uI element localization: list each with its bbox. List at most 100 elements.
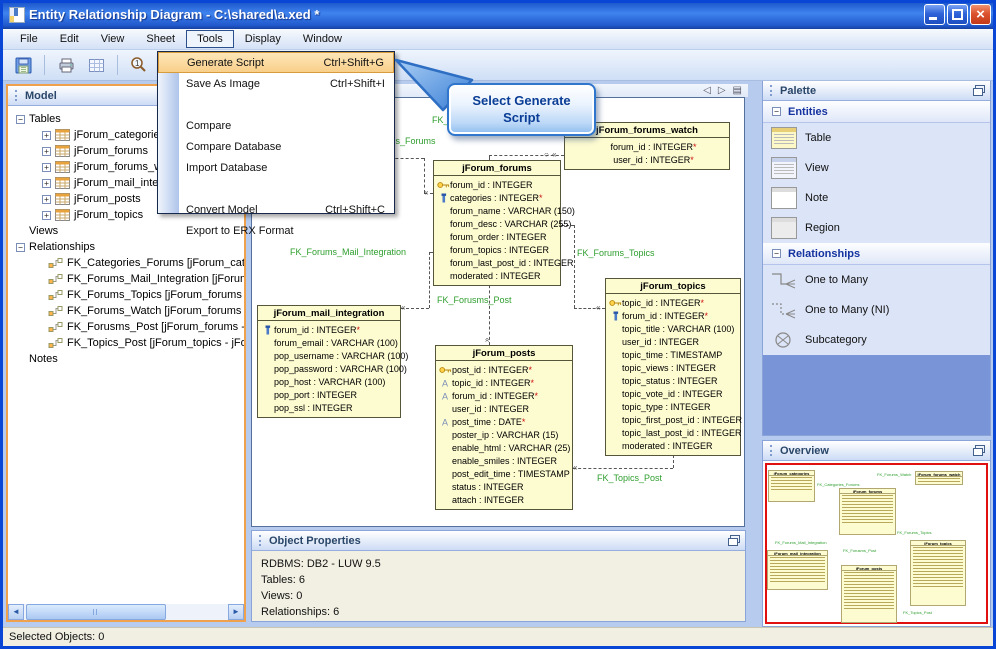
- entity-attribute[interactable]: A attach : INTEGER: [436, 493, 572, 506]
- palette-item[interactable]: Note: [763, 183, 990, 213]
- scroll-right-icon[interactable]: ►: [228, 604, 244, 620]
- entity-attribute[interactable]: A moderated : INTEGER: [606, 439, 740, 452]
- expand-icon[interactable]: [42, 194, 51, 204]
- tree-node-relationship[interactable]: FK_Forums_Mail_Integration [jForum_forum…: [8, 271, 244, 287]
- entity-jforum-posts[interactable]: jForum_posts A post_id : INTEGER* A topi…: [435, 345, 573, 510]
- diagram-canvas[interactable]: « « ○ « « « « FK_Categories_Forums FK_Fo…: [251, 97, 745, 527]
- overview-viewport[interactable]: [765, 463, 988, 624]
- minimize-button[interactable]: [924, 4, 945, 25]
- menu-item[interactable]: [158, 178, 394, 199]
- entity-attribute[interactable]: A post_time : DATE*: [436, 415, 572, 428]
- collapse-icon[interactable]: [16, 114, 25, 124]
- palette-section-entities[interactable]: Entities: [763, 101, 990, 123]
- fk-label[interactable]: FK_Forums_Mail_Integration: [290, 247, 407, 257]
- entity-jforum-topics[interactable]: jForum_topics A topic_id : INTEGER* A fo…: [605, 278, 742, 456]
- overview-header[interactable]: Overview: [763, 441, 990, 461]
- entity-attribute[interactable]: A pop_password : VARCHAR (100): [258, 362, 407, 375]
- tree-node-views[interactable]: Views: [29, 225, 59, 237]
- entity-attribute[interactable]: A user_id : INTEGER: [606, 335, 740, 348]
- entity-attribute[interactable]: A topic_views : INTEGER: [606, 361, 740, 374]
- expand-icon[interactable]: [42, 130, 51, 140]
- entity-attribute[interactable]: A user_id : INTEGER: [436, 402, 572, 415]
- entity-attribute[interactable]: A forum_name : VARCHAR (150): [434, 204, 575, 217]
- tree-node-relationship[interactable]: FK_Forums_Topics [jForum_forums - jForum…: [8, 287, 244, 303]
- collapse-icon[interactable]: [772, 249, 781, 258]
- entity-attribute[interactable]: A topic_status : INTEGER: [606, 374, 740, 387]
- tree-node-relationship[interactable]: FK_Forusms_Post [jForum_forums - jForum_…: [8, 319, 244, 335]
- entity-attribute[interactable]: A topic_last_post_id : INTEGER: [606, 426, 742, 439]
- menu-bar-item[interactable]: Sheet: [146, 33, 176, 45]
- menu-item[interactable]: Save As Image Ctrl+Shift+I: [186, 77, 385, 90]
- fk-label[interactable]: FK_Topics_Post: [597, 473, 663, 483]
- menu-bar-item[interactable]: Window: [302, 33, 342, 45]
- entity-attribute[interactable]: A pop_port : INTEGER: [258, 388, 400, 401]
- fk-label[interactable]: FK_Forums_Topics: [577, 248, 655, 258]
- expand-icon[interactable]: [42, 178, 51, 188]
- close-button[interactable]: [970, 4, 991, 25]
- palette-item[interactable]: One to Many: [763, 265, 990, 295]
- expand-icon[interactable]: [42, 146, 51, 156]
- menu-item[interactable]: [158, 94, 394, 115]
- palette-item[interactable]: Table: [763, 123, 990, 153]
- float-panel-icon[interactable]: [728, 535, 740, 546]
- entity-attribute[interactable]: A topic_id : INTEGER*: [606, 296, 740, 309]
- tree-node-relationship[interactable]: FK_Categories_Forums [jForum_categories …: [8, 255, 244, 271]
- entity-attribute[interactable]: A topic_id : INTEGER*: [436, 376, 572, 389]
- fk-label[interactable]: FK_Forusms_Post: [437, 295, 512, 305]
- float-panel-icon[interactable]: [973, 445, 985, 456]
- entity-attribute[interactable]: A status : INTEGER: [436, 480, 572, 493]
- horizontal-scrollbar[interactable]: ◄ ►: [8, 604, 244, 620]
- tree-node-tables[interactable]: Tables: [8, 111, 244, 127]
- entity-attribute[interactable]: A forum_id : INTEGER*: [606, 309, 740, 322]
- menu-item[interactable]: Convert Model Ctrl+Shift+C: [186, 203, 385, 216]
- next-sheet-icon[interactable]: ▷: [717, 84, 726, 96]
- entity-attribute[interactable]: A pop_username : VARCHAR (100): [258, 349, 408, 362]
- entity-attribute[interactable]: A forum_id : INTEGER*: [565, 140, 729, 153]
- entity-attribute[interactable]: A forum_topics : INTEGER: [434, 243, 560, 256]
- scrollbar-thumb[interactable]: [26, 604, 166, 620]
- collapse-icon[interactable]: [772, 107, 781, 116]
- entity-attribute[interactable]: A topic_first_post_id : INTEGER: [606, 413, 742, 426]
- tree-node-table[interactable]: jForum_posts: [8, 191, 244, 207]
- entity-attribute[interactable]: A enable_smiles : INTEGER: [436, 454, 572, 467]
- entity-attribute[interactable]: A forum_last_post_id : INTEGER: [434, 256, 574, 269]
- entity-attribute[interactable]: A forum_email : VARCHAR (100): [258, 336, 400, 349]
- entity-attribute[interactable]: A enable_html : VARCHAR (25): [436, 441, 572, 454]
- palette-item[interactable]: Subcategory: [763, 325, 990, 355]
- menu-item[interactable]: Generate Script Ctrl+Shift+G: [158, 52, 394, 73]
- maximize-button[interactable]: [947, 4, 968, 25]
- menu-item[interactable]: Compare: [186, 119, 232, 132]
- entity-attribute[interactable]: A forum_id : INTEGER: [434, 178, 560, 191]
- menu-item[interactable]: Compare Database: [186, 140, 282, 153]
- tree-node-relationships[interactable]: Relationships: [8, 239, 244, 255]
- scrollbar-track[interactable]: [166, 604, 228, 620]
- tree-node-table[interactable]: jForum_topics: [8, 207, 244, 223]
- scroll-left-icon[interactable]: ◄: [8, 604, 24, 620]
- object-properties-header[interactable]: Object Properties: [252, 531, 745, 551]
- entity-attribute[interactable]: A topic_vote_id : INTEGER: [606, 387, 740, 400]
- entity-attribute[interactable]: A post_id : INTEGER*: [436, 363, 572, 376]
- palette-item[interactable]: One to Many (NI): [763, 295, 990, 325]
- print-icon[interactable]: [54, 53, 78, 77]
- zoom-actual-size-icon[interactable]: 1: [127, 53, 151, 77]
- palette-header[interactable]: Palette: [763, 81, 990, 101]
- collapse-icon[interactable]: [16, 242, 25, 252]
- sheet-list-icon[interactable]: ▤: [732, 84, 742, 96]
- menu-bar-item[interactable]: Tools: [186, 30, 234, 48]
- overview-minimap[interactable]: jForum_categories jForum_forums_watch jF…: [763, 461, 990, 626]
- entity-jforum-forums[interactable]: jForum_forums A forum_id : INTEGER A cat…: [433, 160, 575, 286]
- menu-bar-item[interactable]: View: [100, 33, 125, 45]
- menu-bar-item[interactable]: File: [20, 33, 38, 45]
- tree-node-relationship[interactable]: FK_Forums_Watch [jForum_forums - jForum_…: [8, 303, 244, 319]
- entity-attribute[interactable]: A forum_order : INTEGER: [434, 230, 560, 243]
- grid-icon[interactable]: [84, 53, 108, 77]
- expand-icon[interactable]: [42, 210, 51, 220]
- palette-section-relationships[interactable]: Relationships: [763, 243, 990, 265]
- expand-icon[interactable]: [42, 162, 51, 172]
- tree-node-table[interactable]: jForum_forums_watch: [8, 159, 244, 175]
- entity-attribute[interactable]: A user_id : INTEGER*: [565, 153, 729, 166]
- entity-jforum-mail-integration[interactable]: jForum_mail_integration A forum_id : INT…: [257, 305, 408, 418]
- previous-sheet-icon[interactable]: ◁: [703, 84, 711, 96]
- entity-attribute[interactable]: A post_edit_time : TIMESTAMP: [436, 467, 572, 480]
- entity-attribute[interactable]: A pop_ssl : INTEGER: [258, 401, 400, 414]
